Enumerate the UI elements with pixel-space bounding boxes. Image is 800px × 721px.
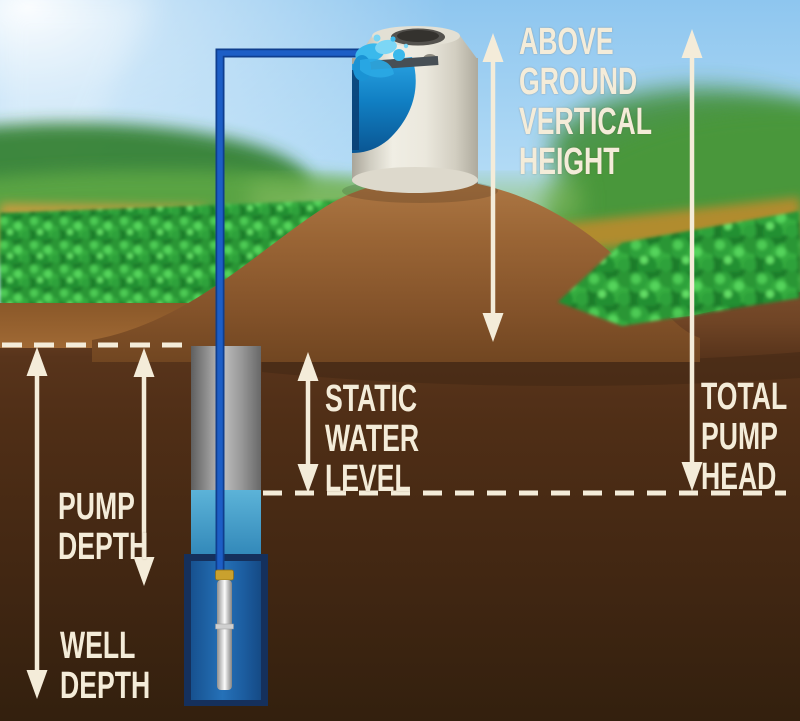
well-casing <box>191 346 261 494</box>
soil-dark-band <box>262 348 800 386</box>
label-static-water-level: STATIC WATER LEVEL <box>325 378 420 500</box>
pump-cap <box>215 569 234 581</box>
pump-body <box>217 580 232 690</box>
submersible-pump <box>215 569 234 690</box>
crop-field-left <box>0 199 370 334</box>
tank-cutaway-edge <box>352 70 359 150</box>
label-pump-depth: PUMP DEPTH <box>58 486 149 568</box>
above-ground-height-arrow <box>482 33 504 342</box>
label-total-pump-head: TOTAL PUMP HEAD <box>701 376 788 498</box>
total-pump-head-arrow <box>681 29 703 491</box>
water-splash <box>353 34 409 81</box>
well-water-upper <box>191 490 261 562</box>
water-pipe <box>215 48 362 576</box>
crop-field-right <box>558 211 800 326</box>
tank-lid-inner <box>397 30 439 42</box>
pump-depth-arrow <box>133 348 155 586</box>
pump-joint <box>215 623 234 630</box>
well-depth-arrow <box>26 347 48 699</box>
static-water-level-arrow <box>297 352 319 493</box>
tank-water-cutaway <box>352 57 416 153</box>
tank-bottom <box>352 167 478 193</box>
label-above-ground-vertical-height: ABOVE GROUND VERTICAL HEIGHT <box>519 21 652 183</box>
soil-mound <box>92 178 700 362</box>
label-well-depth: WELL DEPTH <box>60 625 151 707</box>
